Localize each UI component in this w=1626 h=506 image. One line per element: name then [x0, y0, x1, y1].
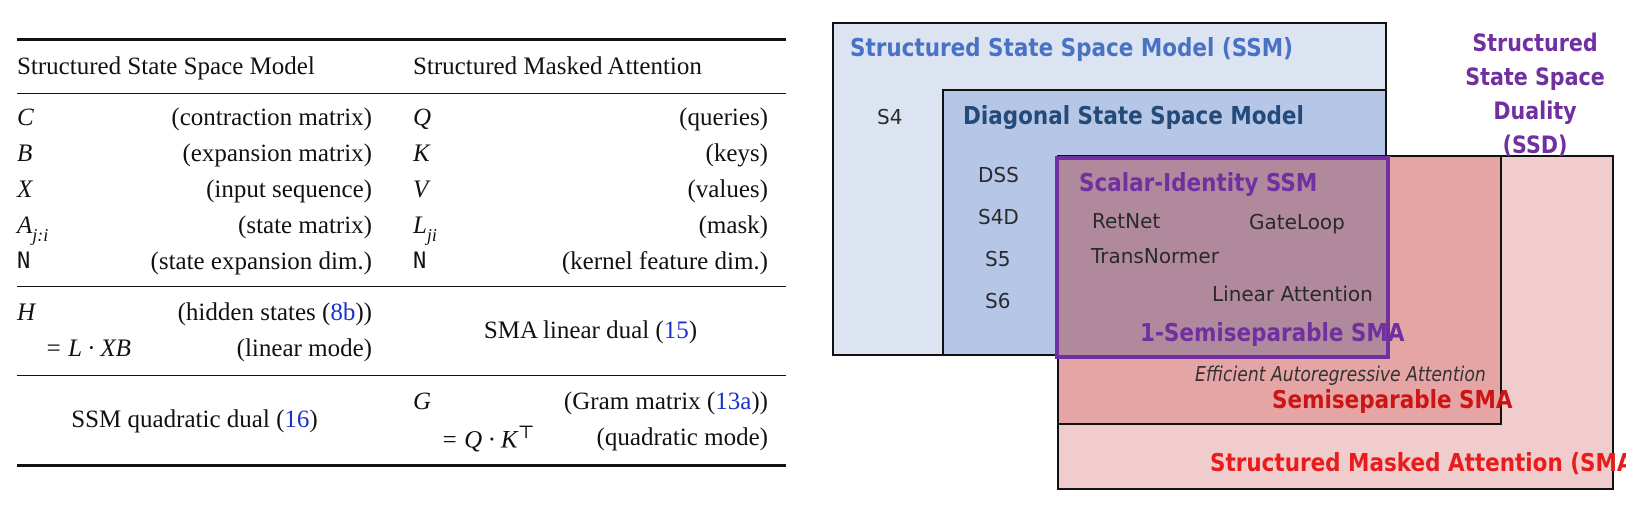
ssd-line: Duality (SSD) [1493, 97, 1577, 159]
hidden-states-description: (hidden states (8b)) [177, 298, 372, 326]
linear-mode-row: H (hidden states (8b)) = L · XB (linear … [17, 287, 786, 375]
sma-symbol: Q [413, 103, 432, 131]
ssm-quadratic-dual: SSM quadratic dual (16) [71, 406, 318, 434]
transnormer-label: TransNormer [1091, 244, 1219, 268]
linear-rule [17, 285, 786, 287]
notation-table: Structured State Space Model Structured … [17, 38, 786, 467]
gram-matrix-description: (Gram matrix (13a)) [563, 388, 768, 416]
ssm-description: (contraction matrix) [171, 103, 372, 131]
one-semiseparable-sma-label: 1-Semiseparable SMA [1140, 318, 1405, 347]
diagonal-ssm-label: Diagonal State Space Model [963, 101, 1304, 130]
hidden-states-symbol: H [17, 298, 36, 326]
dss-label: DSS [978, 163, 1019, 187]
s6-label: S6 [985, 289, 1011, 313]
quadratic-formula: = Q · K⊤ [441, 421, 535, 454]
efficient-autoregressive-attention-label: Efficient Autoregressive Attention [1195, 362, 1486, 386]
equation-ref-link[interactable]: 15 [663, 316, 689, 344]
table-header-row: Structured State Space Model Structured … [17, 41, 786, 93]
s4-label: S4 [877, 105, 903, 129]
s4d-label: S4D [978, 205, 1019, 229]
ssm-symbol: Aj:i [17, 211, 49, 245]
ssd-label: Structured State Space Duality (SSD) [1462, 26, 1608, 162]
s5-label: S5 [985, 247, 1011, 271]
ssm-description: (state matrix) [238, 211, 372, 239]
sma-description: (kernel feature dim.) [561, 247, 768, 275]
ssm-symbol: N [17, 249, 31, 275]
sma-description: (mask) [698, 211, 768, 239]
sma-symbol: N [413, 249, 427, 275]
sma-symbol: K [413, 139, 430, 167]
ssm-symbol: C [17, 103, 34, 131]
sma-label: Structured Masked Attention (SMA) [1210, 448, 1626, 477]
scalar-identity-ssm-box [1055, 156, 1390, 359]
equation-ref-link[interactable]: 8b [330, 298, 356, 326]
linear-attention-label: Linear Attention [1212, 282, 1373, 306]
gateloop-label: GateLoop [1249, 210, 1345, 234]
ssd-line: State Space [1465, 63, 1605, 91]
notation-rows: C (contraction matrix) Q (queries) B (ex… [17, 94, 786, 286]
ssm-column-header: Structured State Space Model [17, 52, 315, 80]
table-row: Aj:i (state matrix) Lji (mask) [17, 208, 786, 245]
equation-ref-link[interactable]: 13a [715, 388, 752, 416]
sma-symbol: Lji [413, 211, 437, 245]
quadratic-mode-label: (quadratic mode) [596, 424, 768, 452]
ssm-label: Structured State Space Model (SSM) [850, 33, 1293, 62]
linear-mode-label: (linear mode) [236, 334, 372, 362]
gram-matrix-symbol: G [413, 388, 432, 416]
ssm-symbol: B [17, 139, 33, 167]
ssd-line: Structured [1472, 29, 1598, 57]
table-row: B (expansion matrix) K (keys) [17, 136, 786, 172]
quadratic-rule [17, 374, 786, 377]
ssm-description: (expansion matrix) [182, 139, 372, 167]
linear-formula: = L · XB [45, 334, 131, 362]
table-row: X (input sequence) V (values) [17, 172, 786, 208]
ssm-description: (state expansion dim.) [150, 247, 372, 275]
equation-ref-link[interactable]: 16 [284, 406, 310, 434]
semiseparable-sma-label: Semiseparable SMA [1272, 385, 1513, 414]
table-row: C (contraction matrix) Q (queries) [17, 100, 786, 136]
ssm-symbol: X [17, 175, 33, 203]
table-bottom-rule [17, 464, 786, 467]
table-row: N (state expansion dim.) N (kernel featu… [17, 244, 786, 280]
header-rule [17, 92, 786, 94]
scalar-identity-ssm-label: Scalar-Identity SSM [1079, 168, 1318, 197]
sma-linear-dual: SMA linear dual (15) [483, 316, 698, 344]
sma-column-header: Structured Masked Attention [413, 52, 702, 80]
retnet-label: RetNet [1092, 209, 1161, 233]
quadratic-mode-row: SSM quadratic dual (16) G (Gram matrix (… [17, 376, 786, 464]
sma-description: (keys) [705, 139, 768, 167]
sma-description: (values) [687, 175, 768, 203]
ssm-description: (input sequence) [206, 175, 372, 203]
sma-description: (queries) [679, 103, 768, 131]
sma-symbol: V [413, 175, 429, 203]
table-top-rule [17, 38, 786, 41]
